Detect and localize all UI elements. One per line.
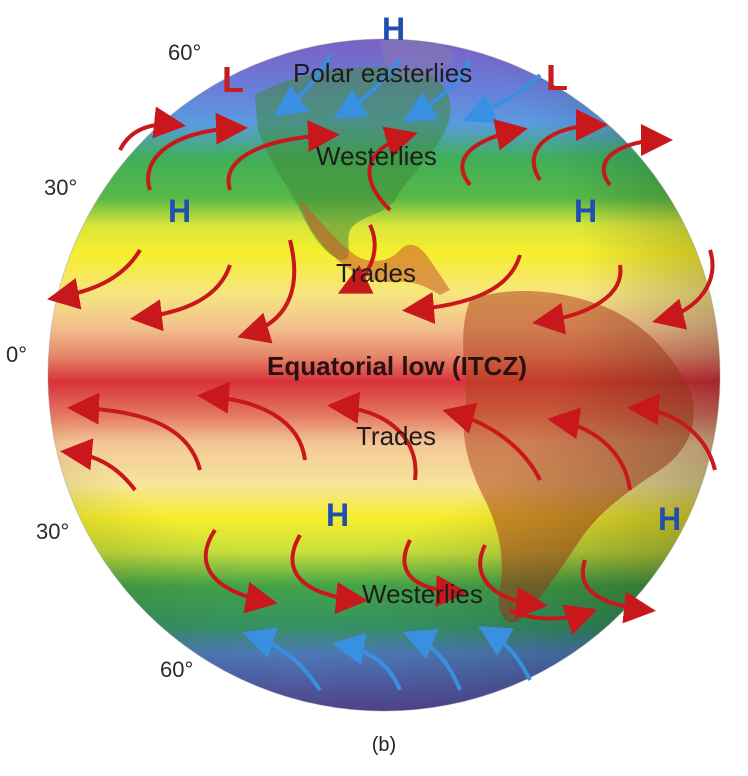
wind-arrow	[67, 392, 202, 471]
latitude-30n-label: 30°	[44, 175, 78, 200]
wind-arrow	[367, 126, 418, 212]
wind-arrow	[462, 73, 542, 124]
subtropical-high-nw-label: H	[168, 193, 191, 229]
wind-arrow	[226, 120, 340, 191]
latitude-0-label: 0°	[6, 342, 28, 367]
wind-arrow	[627, 393, 717, 471]
subtropical-high-se-label: H	[658, 501, 681, 537]
wind-arrow	[146, 112, 248, 191]
south-westerly-arrows	[203, 528, 656, 635]
westerlies-north-label: Westerlies	[316, 141, 437, 171]
wind-arrow	[332, 633, 402, 691]
itcz-label: Equatorial low (ITCZ)	[267, 351, 527, 381]
wind-arrow	[118, 106, 186, 151]
wind-arrow	[403, 59, 472, 123]
south-trade-arrows	[60, 381, 717, 492]
wind-arrow	[333, 58, 402, 120]
wind-arrow	[402, 254, 522, 324]
wind-arrow	[237, 239, 297, 344]
north-polar-easterly-arrows	[273, 54, 542, 124]
wind-arrow	[130, 264, 232, 332]
wind-arrow	[47, 248, 142, 310]
trades-south-label: Trades	[356, 421, 436, 451]
latitude-60n-label: 60°	[168, 40, 202, 65]
latitude-60s-label: 60°	[160, 657, 194, 682]
polar-low-right-label: L	[546, 57, 568, 98]
wind-arrow	[580, 559, 656, 624]
wind-arrow	[478, 625, 532, 681]
wind-arrow	[531, 109, 608, 182]
polar-high-label: H	[382, 11, 405, 47]
westerlies-south-label: Westerlies	[362, 579, 483, 609]
wind-arrow	[337, 224, 377, 294]
wind-arrow	[327, 391, 418, 481]
wind-arrow	[242, 627, 322, 692]
wind-arrow	[60, 438, 137, 492]
wind-arrow	[547, 407, 632, 491]
wind-arrow	[509, 604, 598, 635]
wind-arrow	[402, 539, 468, 608]
subtropical-high-sw-label: H	[326, 497, 349, 533]
north-westerly-arrows	[118, 106, 673, 212]
wind-arrow	[290, 534, 368, 614]
wind-arrow	[478, 544, 548, 619]
wind-arrow	[601, 124, 673, 187]
wind-arrow	[203, 528, 278, 614]
subtropical-high-ne-label: H	[574, 193, 597, 229]
wind-arrow	[442, 402, 542, 481]
wind-arrow	[532, 264, 623, 335]
south-polar-easterly-arrows	[242, 625, 532, 692]
latitude-30s-label: 30°	[36, 519, 70, 544]
wind-arrow	[273, 54, 332, 117]
wind-arrow	[402, 629, 462, 691]
wind-arrow	[652, 249, 715, 330]
figure-caption: (b)	[371, 734, 397, 756]
north-trade-arrows	[47, 224, 715, 344]
trades-north-label: Trades	[336, 258, 416, 288]
wind-arrow	[197, 381, 307, 461]
polar-easterlies-label: Polar easterlies	[293, 58, 472, 88]
polar-low-left-label: L	[222, 59, 244, 100]
wind-arrow	[460, 119, 528, 187]
